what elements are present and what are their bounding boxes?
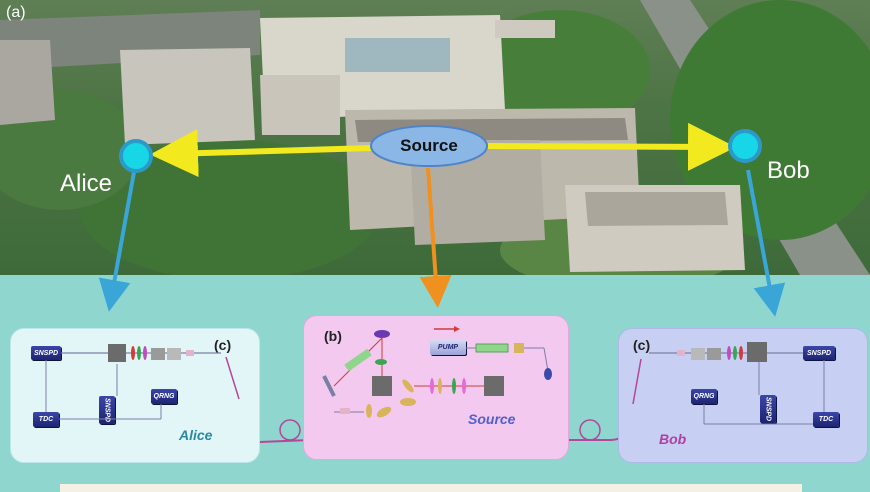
alice-panel-name: Alice	[179, 427, 213, 443]
figure-label: (a)	[6, 4, 26, 21]
source-panel: (b) Source PUMP	[303, 315, 569, 460]
link-arrow-to-alice	[150, 129, 373, 178]
bob-snspd-top: SNSPD	[803, 346, 835, 360]
alice-optics	[45, 344, 240, 420]
source-panel-tag: (b)	[324, 328, 342, 344]
bob-panel: (c) Bob SNSPD QRNG SNSPD TDC	[618, 328, 868, 463]
alice-panel: (c) Alice SNSPD TDC SNSPD QRNG	[10, 328, 260, 463]
bob-tdc: TDC	[813, 412, 839, 427]
link-arrow-to-bob	[487, 122, 736, 171]
alice-snspd-top: SNSPD	[31, 346, 61, 360]
alice-panel-tag: (c)	[214, 337, 232, 353]
fiber-coil-alice	[279, 419, 301, 441]
alice-snspd-mid: SNSPD	[99, 396, 115, 424]
legend-strip	[60, 484, 802, 492]
bob-snspd-mid: SNSPD	[760, 395, 776, 423]
alice-drop-arrow	[98, 171, 136, 312]
source-label: Source	[400, 136, 458, 155]
aerial-photo	[0, 0, 870, 275]
alice-tdc: TDC	[33, 412, 59, 427]
bob-qrng: QRNG	[691, 389, 717, 404]
bob-drop-arrow	[746, 169, 786, 317]
bob-label: Bob	[767, 157, 810, 184]
fiber-coil-bob	[579, 419, 601, 441]
bob-node	[728, 129, 762, 163]
source-panel-name: Source	[468, 411, 516, 427]
bob-panel-tag: (c)	[633, 337, 651, 353]
alice-label: Alice	[60, 170, 113, 197]
alice-qrng: QRNG	[151, 389, 177, 404]
source-drop-arrow	[419, 167, 452, 308]
source-pump: PUMP	[430, 340, 466, 355]
bob-panel-name: Bob	[659, 431, 687, 447]
source-optics	[322, 326, 552, 418]
bob-optics	[632, 342, 825, 425]
alice-node	[119, 139, 153, 173]
campus-illustration	[0, 0, 870, 275]
source-node	[370, 125, 488, 167]
